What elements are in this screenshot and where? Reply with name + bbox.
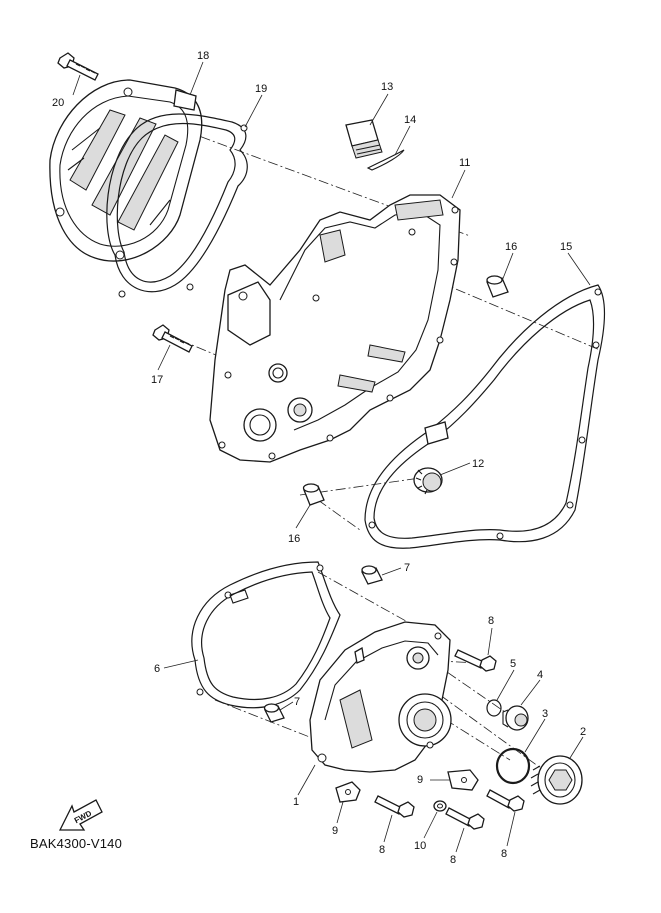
bolt-8-lower-right [486, 789, 525, 812]
crankcase-cover-1 [309, 621, 452, 773]
plug-2 [530, 755, 583, 805]
oil-filler-plug-13 [345, 119, 383, 159]
callout-8-upper: 8 [488, 615, 494, 627]
callout-18: 18 [197, 50, 209, 62]
callout-7-lower: 7 [294, 696, 300, 708]
callout-19: 19 [255, 83, 267, 95]
bolt-17 [152, 324, 193, 353]
callout-10: 10 [414, 840, 426, 852]
callout-3: 3 [542, 708, 548, 720]
clutch-gasket-19 [106, 113, 248, 298]
callout-9-left: 9 [332, 825, 338, 837]
callout-labels: 20 18 19 13 14 11 16 15 17 12 16 7 6 7 8… [52, 50, 586, 866]
callout-15: 15 [560, 241, 572, 253]
bolt-20 [57, 52, 99, 81]
clamp-9-right [447, 769, 479, 791]
callout-12: 12 [472, 458, 484, 470]
crankcase-gasket-15 [364, 284, 606, 549]
diagram-code: BAK4300-V140 [30, 836, 123, 851]
callout-leaders [72, 61, 591, 853]
dowel-pin-16-lower [302, 483, 325, 506]
callout-16-lower: 16 [288, 533, 300, 545]
clutch-cover-18 [49, 79, 203, 262]
dowel-pin-7-lower [263, 703, 285, 723]
o-ring-14 [366, 149, 405, 171]
clamp-9-left [335, 781, 361, 803]
callout-4: 4 [537, 669, 543, 681]
callout-13: 13 [381, 81, 393, 93]
cover-gasket-6 [191, 561, 341, 709]
callout-9-right: 9 [417, 774, 423, 786]
callout-8-lower-right: 8 [501, 848, 507, 860]
dowel-pin-16-upper [486, 275, 509, 298]
dowel-pin-7-upper [361, 565, 383, 585]
callout-14: 14 [404, 114, 416, 126]
callout-1: 1 [293, 796, 299, 808]
callout-2: 2 [580, 726, 586, 738]
callout-5: 5 [510, 658, 516, 670]
callout-20: 20 [52, 97, 64, 109]
washer-10 [433, 800, 447, 812]
o-ring-5 [486, 699, 502, 717]
callout-17: 17 [151, 374, 163, 386]
fwd-arrow-icon: FWD [58, 799, 103, 831]
crankcase-cover-11 [209, 194, 461, 463]
bolt-8-upper [454, 649, 497, 672]
callout-16-upper: 16 [505, 241, 517, 253]
callout-6: 6 [154, 663, 160, 675]
callout-8-lower-left: 8 [379, 844, 385, 856]
callout-11: 11 [459, 157, 470, 169]
oil-seal-12 [413, 467, 443, 495]
callout-7-upper: 7 [404, 562, 410, 574]
bolt-8-lower-middle [445, 807, 485, 830]
plug-4 [502, 705, 529, 731]
bolt-8-lower-left [374, 795, 415, 818]
callout-8-lower-middle: 8 [450, 854, 456, 866]
o-ring-3 [495, 747, 531, 785]
